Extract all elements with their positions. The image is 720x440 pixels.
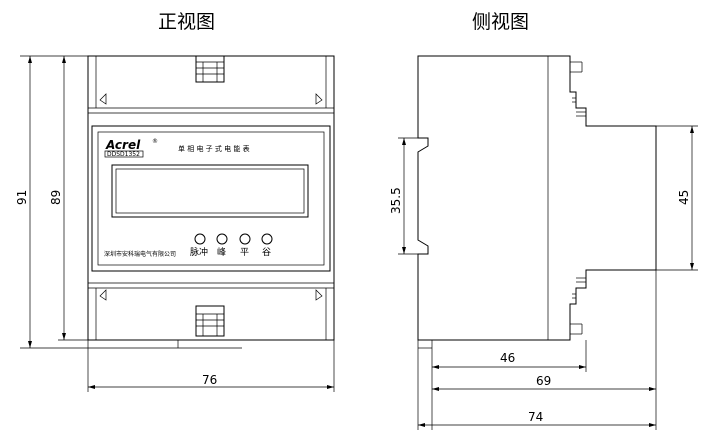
brand-registered-mark: ® bbox=[152, 138, 158, 145]
peak-indicator-button[interactable] bbox=[216, 233, 228, 245]
dim-69: 69 bbox=[536, 374, 551, 388]
lcd-window bbox=[111, 164, 309, 218]
front-dimensions: 91 89 76 bbox=[15, 55, 335, 392]
button-label-peak: 峰 bbox=[217, 247, 226, 258]
dim-76: 76 bbox=[202, 373, 217, 387]
front-body-outline bbox=[87, 55, 335, 341]
pulse-indicator-button[interactable] bbox=[194, 233, 206, 245]
dim-45: 45 bbox=[677, 190, 691, 205]
model-label: DDSD1352 bbox=[107, 151, 140, 158]
side-view bbox=[417, 55, 657, 349]
lcd-window-inner bbox=[115, 168, 305, 214]
front-bottom-clip bbox=[195, 305, 225, 337]
notch-ur bbox=[315, 93, 323, 105]
dim-35-5: 35.5 bbox=[389, 187, 403, 214]
flat-indicator-button[interactable] bbox=[239, 233, 251, 245]
dim-91: 91 bbox=[15, 190, 29, 205]
dim-46: 46 bbox=[500, 351, 515, 365]
button-label-flat: 平 bbox=[240, 247, 249, 258]
front-top-clip bbox=[195, 55, 225, 83]
front-view: Acrel ® 单 相 电 子 式 电 能 表 DDSD1352 脉冲 峰 平 … bbox=[87, 55, 335, 349]
button-row: 脉冲 峰 平 谷 bbox=[190, 233, 273, 258]
notch-ll bbox=[99, 289, 107, 301]
model-box bbox=[104, 150, 144, 158]
notch-lr bbox=[315, 289, 323, 301]
side-view-title: 侧视图 bbox=[472, 11, 529, 33]
side-body-outline bbox=[417, 55, 657, 341]
product-name: 单 相 电 子 式 电 能 表 bbox=[178, 144, 250, 153]
faceplate-inner bbox=[97, 131, 325, 266]
side-dimensions: 35.5 45 46 69 74 bbox=[389, 125, 698, 430]
dim-89: 89 bbox=[49, 190, 63, 205]
faceplate-outer bbox=[91, 125, 331, 272]
dim-74: 74 bbox=[528, 410, 543, 424]
front-view-title: 正视图 bbox=[158, 11, 215, 33]
valley-indicator-button[interactable] bbox=[261, 233, 273, 245]
manufacturer-text: 深圳市安科瑞电气有限公司 bbox=[104, 250, 176, 258]
button-label-pulse: 脉冲 bbox=[190, 246, 208, 258]
button-label-valley: 谷 bbox=[262, 247, 271, 258]
brand-logo: Acrel bbox=[105, 138, 141, 152]
notch-ul bbox=[99, 93, 107, 105]
